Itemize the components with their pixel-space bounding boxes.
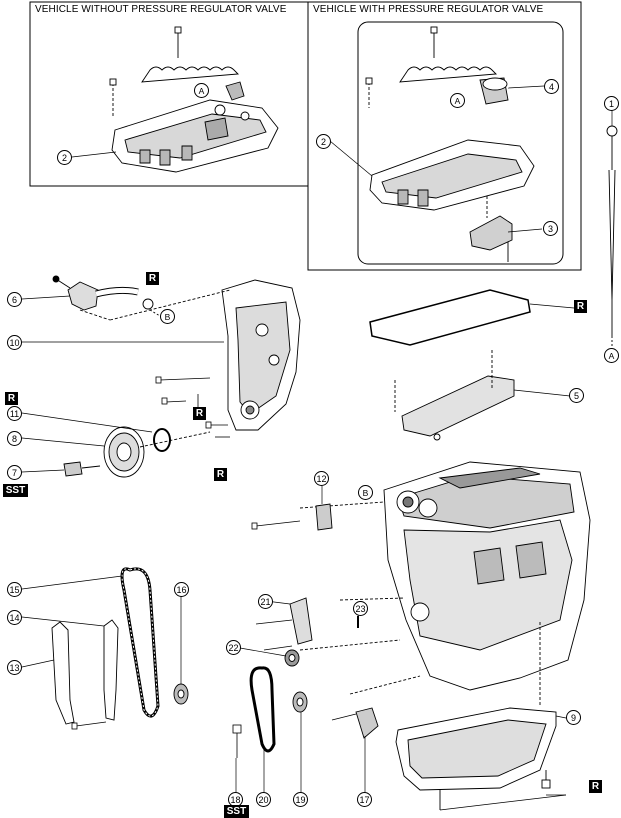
callout-15: 15 [7,582,22,597]
callout-14: 14 [7,610,22,625]
engine-block [299,461,591,706]
dipstick [606,125,618,348]
replace-badge-hose: R [146,272,159,285]
replace-badge-gasket: R [574,300,587,313]
frame-title-without-regulator: VEHICLE WITHOUT PRESSURE REGULATOR VALVE [35,4,287,15]
sprockets [173,649,308,713]
leader-lines [21,85,613,811]
callout-20: 20 [256,792,271,807]
oil-pan [395,707,557,810]
oil-pump-chain [249,666,276,753]
callout-16: 16 [174,582,189,597]
callout-10: 10 [7,335,22,350]
replace-badge-bolt-upper: R [193,407,206,420]
callout-2-right: 2 [316,134,331,149]
callout-23: 23 [353,601,368,616]
callout-1: 1 [604,96,619,111]
callout-letter-a-dipstick: A [604,348,619,363]
frame-title-with-regulator: VEHICLE WITH PRESSURE REGULATOR VALVE [313,4,544,15]
replace-badge-seal: R [5,392,18,405]
inner-rounded-frame [357,21,564,265]
replace-badge-bolt-lower: R [214,468,227,481]
baffle-plate [394,350,515,441]
callout-17: 17 [357,792,372,807]
chain-guides [51,619,119,725]
callout-4: 4 [544,79,559,94]
callout-letter-a-right: A [450,93,465,108]
callout-3: 3 [543,221,558,236]
callout-8: 8 [7,431,22,446]
callout-22: 22 [226,640,241,655]
callout-13: 13 [7,660,22,675]
callout-2-left: 2 [57,150,72,165]
sst-badge-pulley-bolt: SST [3,484,28,497]
hose-assembly [52,275,231,321]
callout-5: 5 [569,388,584,403]
callout-9: 9 [566,710,581,725]
crank-pulley-group [63,426,211,478]
cover-gasket [369,289,531,346]
sst-badge-sprocket-bolt: SST [224,805,249,818]
callout-7: 7 [7,465,22,480]
tensioners [289,503,379,739]
replace-badge-oil-pan: R [589,780,602,793]
callout-6: 6 [7,292,22,307]
bolts [71,376,357,758]
callout-letter-a-left: A [194,83,209,98]
callout-11: 11 [7,406,22,421]
frame-with-regulator [307,1,582,271]
callout-letter-b-engine: B [358,485,373,500]
timing-chain-cover [221,279,301,431]
callout-21: 21 [258,594,273,609]
callout-letter-b-hose: B [160,309,175,324]
timing-chain-loop [120,567,160,718]
callout-12: 12 [314,471,329,486]
head-cover-left [109,26,279,173]
callout-19: 19 [293,792,308,807]
head-cover-right [365,26,535,262]
